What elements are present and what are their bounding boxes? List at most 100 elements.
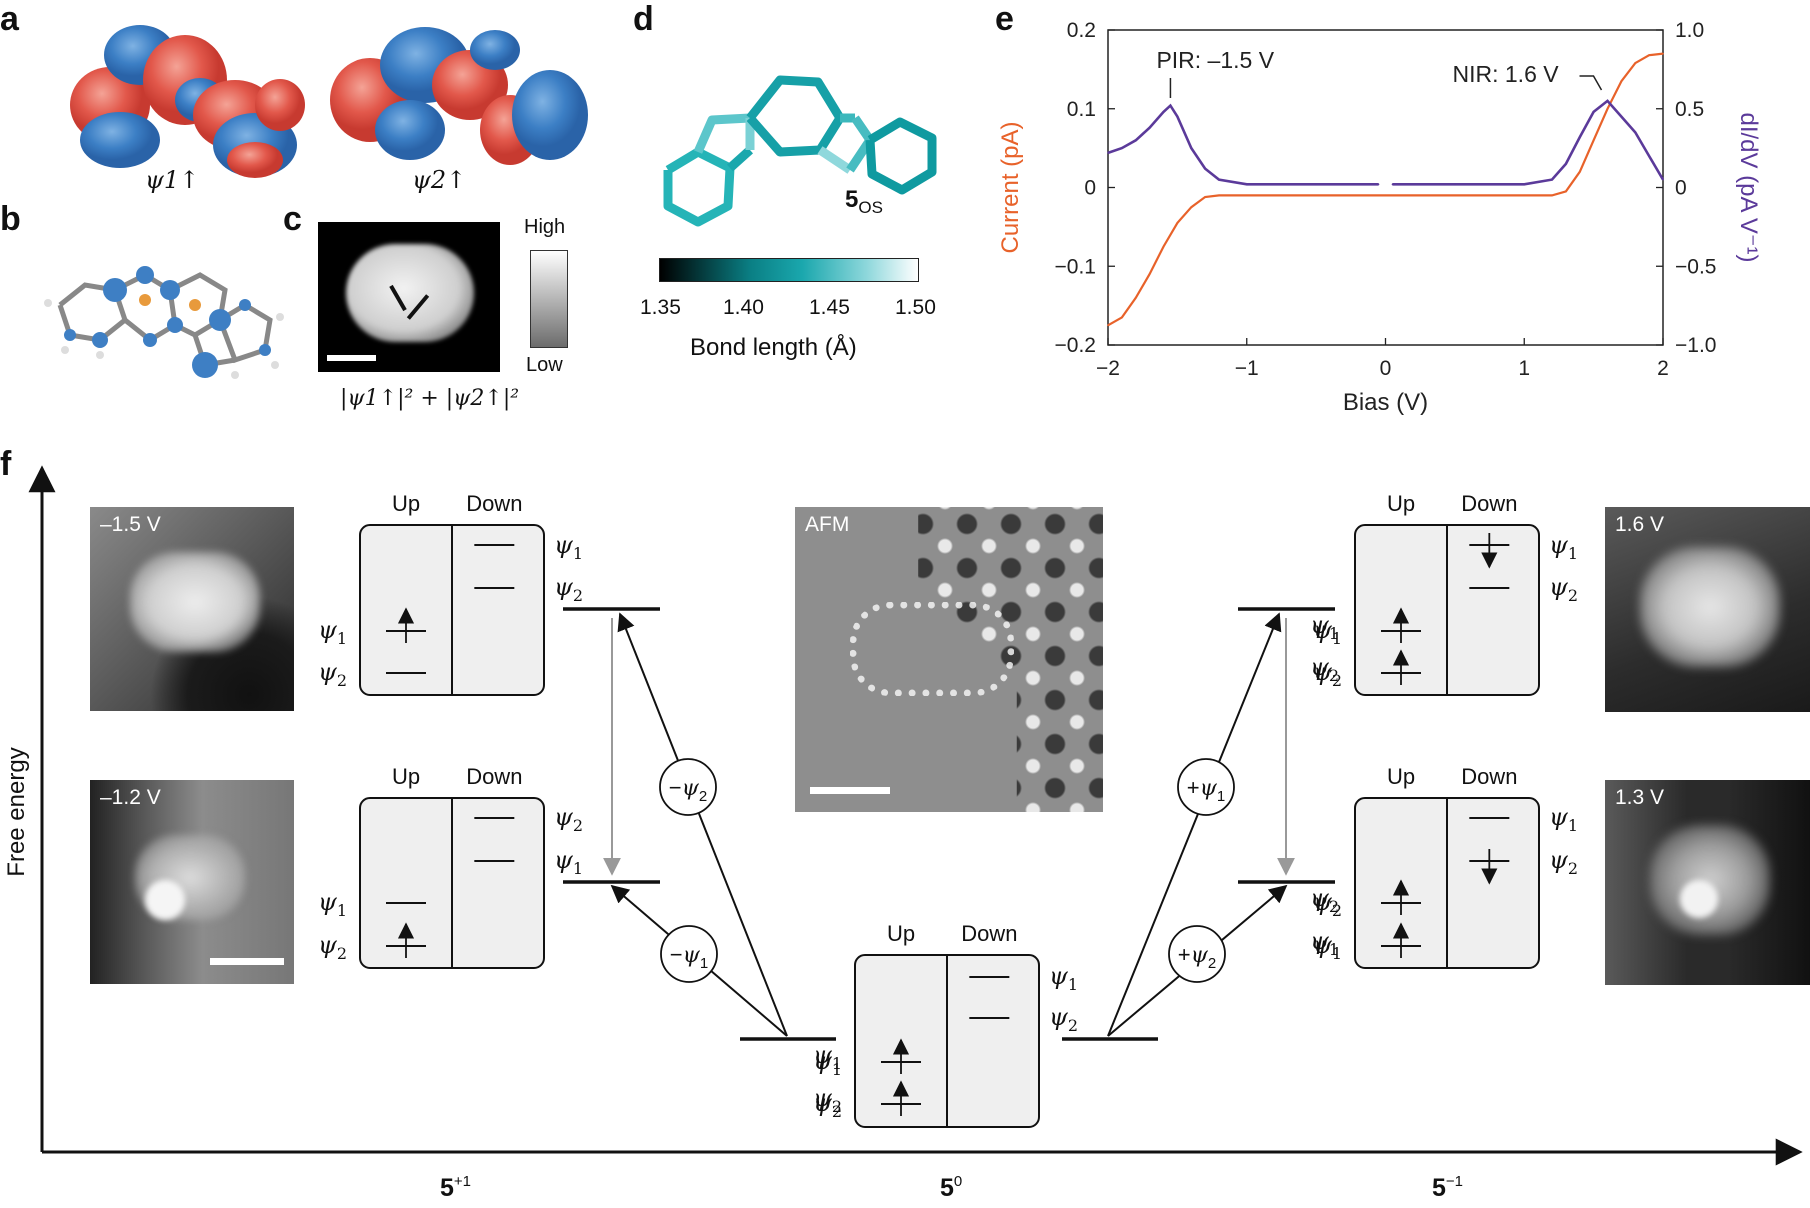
- colorbar-tick-2: 1.40: [723, 296, 764, 319]
- y-right-tick-label: 0: [1675, 177, 1687, 200]
- orbital-label: ψ2: [318, 931, 347, 963]
- x-tick-label: 2: [1657, 357, 1669, 380]
- free-energy-axis-label: Free energy: [3, 747, 30, 876]
- data-point: [1148, 126, 1151, 129]
- transition-circle: [1177, 758, 1235, 816]
- orbital-label: ψ1: [1313, 616, 1342, 648]
- colorbar-title: Bond length (Å): [690, 334, 857, 361]
- orbital-label: ψ1: [1549, 531, 1578, 563]
- spin-down-header: Down: [961, 921, 1017, 946]
- data-point: [1204, 196, 1206, 198]
- data-point: [1162, 245, 1165, 248]
- panel-a-orbitals: [70, 25, 588, 178]
- stm-image-minus-1-2: –1.2 V: [90, 780, 294, 984]
- orbital-label: ψ2: [1549, 846, 1578, 878]
- scale-bar: [810, 787, 890, 794]
- data-point: [1245, 183, 1248, 186]
- transition-label: +ψ2: [1178, 942, 1216, 972]
- orbital-label: ψ2: [554, 803, 583, 835]
- current-series-line: [1107, 52, 1664, 327]
- bond-length-colorbar: [659, 258, 919, 282]
- y-left-tick-label: 0: [1084, 177, 1096, 200]
- panel-c-caption: |ψ1↑|² + |ψ2↑|²: [340, 386, 520, 411]
- stm-image-minus-1-5: –1.5 V: [90, 507, 294, 711]
- stm-image-1-6: 1.6 V: [1605, 507, 1810, 712]
- data-point: [1134, 139, 1137, 142]
- stm-label-1-6: 1.6 V: [1615, 513, 1665, 536]
- data-point: [1551, 194, 1553, 197]
- x-tick-label: −2: [1096, 357, 1120, 380]
- stm-label-1-3: 1.3 V: [1615, 786, 1665, 809]
- data-point: [1245, 194, 1248, 197]
- spin-up-header: Up: [1387, 491, 1415, 516]
- orbital-label: ψ1: [813, 1041, 842, 1073]
- stm-label-minus-1-2: –1.2 V: [100, 786, 161, 809]
- panel-letter-b: b: [0, 200, 21, 238]
- panel-letter-e: e: [995, 0, 1014, 38]
- orbital-psi1-image: [70, 25, 305, 178]
- transition-arrow: [1107, 612, 1282, 1037]
- data-point: [1551, 178, 1553, 181]
- colorbar-high-label: High: [524, 216, 566, 238]
- spin-down-header: Down: [466, 491, 522, 516]
- spin-up-header: Up: [887, 921, 915, 946]
- panel-letter-a: a: [0, 0, 19, 38]
- orbital-label: ψ1: [318, 888, 347, 920]
- orbital-label: ψ1: [1049, 962, 1078, 994]
- y-right-tick-label: −1.0: [1675, 334, 1716, 357]
- data-point: [1176, 115, 1179, 118]
- data-point: [1578, 170, 1581, 173]
- y-right-tick-label: −0.5: [1675, 255, 1716, 278]
- data-point: [1578, 136, 1581, 138]
- data-point: [1634, 131, 1637, 134]
- data-point: [1620, 80, 1623, 82]
- data-point: [1162, 111, 1165, 113]
- data-point: [1218, 194, 1220, 197]
- colorbar-tick-1: 1.35: [640, 296, 681, 319]
- afm-image: AFM: [795, 507, 1103, 812]
- data-point: [1592, 139, 1595, 142]
- orbital-label: ψ2: [318, 658, 347, 690]
- data-point: [1523, 183, 1526, 186]
- afm-label: AFM: [805, 513, 850, 536]
- annotation-nir-marker: [1579, 75, 1603, 91]
- data-point: [1107, 324, 1109, 327]
- panel-letter-d: d: [633, 0, 654, 38]
- y-left-tick-label: 0.1: [1067, 98, 1096, 121]
- data-point: [1218, 178, 1220, 181]
- data-point: [1148, 273, 1151, 275]
- data-point: [1176, 222, 1179, 224]
- orbital-label: ψ1: [1310, 927, 1339, 959]
- colorbar-tick-4: 1.50: [895, 296, 936, 319]
- data-point: [1662, 178, 1664, 181]
- compound-subscript: OS: [858, 197, 883, 217]
- transition-circle: [659, 758, 717, 816]
- annotation-nir: NIR: 1.6 V: [1453, 61, 1560, 87]
- panel-c-simulated-map: [318, 222, 500, 372]
- data-point: [1121, 147, 1123, 149]
- orbital-label: ψ2: [1049, 1003, 1078, 1035]
- data-point: [1662, 52, 1664, 55]
- panel-c-colorbar: [530, 250, 568, 348]
- transition-circle: [660, 925, 718, 983]
- spin-up-header: Up: [392, 491, 420, 516]
- data-point: [1134, 296, 1137, 299]
- y-right-axis-label: dI/dV (pA V⁻¹): [1735, 112, 1762, 262]
- data-point: [1592, 111, 1595, 113]
- data-point: [1606, 100, 1609, 102]
- y-right-tick-label: 0.5: [1675, 98, 1704, 121]
- scale-bar: [210, 958, 284, 965]
- orbital-psi2-image: [330, 27, 588, 165]
- data-point: [1634, 62, 1637, 64]
- colorbar-tick-3: 1.45: [809, 296, 850, 319]
- data-point: [1648, 155, 1650, 157]
- y-right-tick-label: 1.0: [1675, 19, 1704, 42]
- spin-down-header: Down: [1461, 764, 1517, 789]
- orbital-label: ψ2: [1310, 884, 1339, 916]
- orbital-label: ψ2: [1549, 573, 1578, 605]
- transition-arrow: [617, 612, 788, 1037]
- orbital-label: ψ1: [554, 846, 583, 878]
